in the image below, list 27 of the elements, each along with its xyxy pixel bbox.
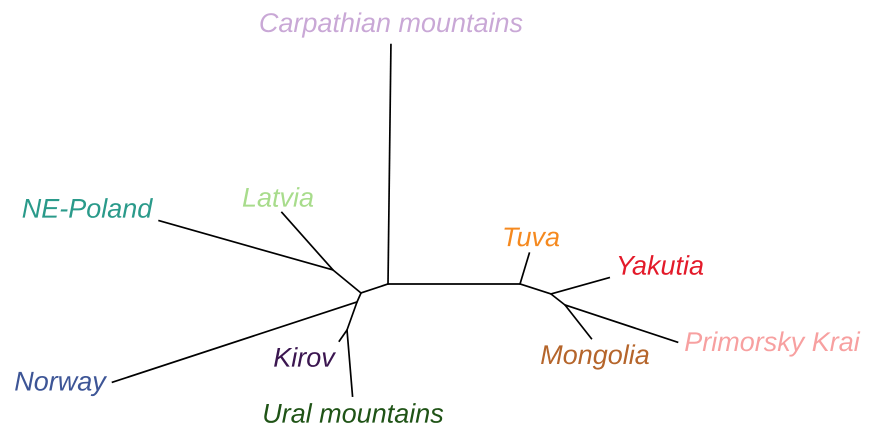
taxon-label: Kirov [274,347,336,367]
taxon-label: Carpathian mountains [260,12,522,38]
tree-branch [564,304,593,340]
tree-branch [356,292,362,302]
taxon-label: Ural mountains [264,403,444,423]
tree-branch [346,330,354,397]
tree-branch [550,293,566,306]
tree-branch [388,283,520,285]
tree-branch [387,44,392,284]
taxon-label: Norway [15,372,108,396]
tree-branch [550,276,610,295]
taxon-label: Primorsky Krai [685,331,860,357]
tree-branch [338,330,348,342]
taxon-label: Latvia [242,187,314,207]
tree-branch [158,220,334,271]
taxon-label: NE-Poland [22,198,153,218]
tree-branch [564,304,679,344]
tree-branch [280,211,334,271]
taxon-label: Tuva [504,228,560,246]
tree-branch [346,302,358,330]
tree-branch [111,301,358,384]
taxon-label: Yakutia [618,255,704,275]
tree-branch [332,269,362,294]
tree-branch [519,252,530,284]
tree-branch [520,283,552,295]
tree-branch [360,283,388,294]
taxon-label: Mongolia [541,344,649,370]
